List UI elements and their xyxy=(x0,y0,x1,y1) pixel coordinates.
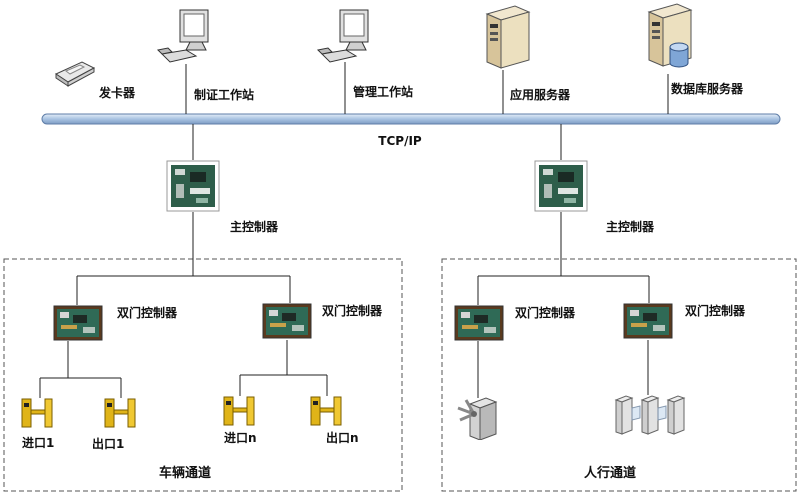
tcpip-bus xyxy=(41,113,781,125)
entry-1-label: 进口1 xyxy=(22,436,55,450)
door-controller-2-label: 双门控制器 xyxy=(322,304,383,318)
parking-card-reader-icon xyxy=(103,398,137,428)
cert-workstation-label: 制证工作站 xyxy=(194,88,255,102)
vehicle-zone-title: 车辆通道 xyxy=(158,466,212,481)
parking-card-reader-icon xyxy=(222,396,256,426)
pedestrian-zone-title: 人行通道 xyxy=(583,466,637,481)
door-controller-1-label: 双门控制器 xyxy=(117,306,178,320)
circuit-board-icon xyxy=(262,303,312,339)
tower-server-icon xyxy=(475,4,533,70)
tripod-turnstile-icon xyxy=(456,394,506,440)
vehicle-zone-border xyxy=(3,258,403,492)
circuit-board-icon xyxy=(454,305,504,341)
mgmt-workstation-label: 管理工作站 xyxy=(353,85,414,99)
circuit-board-icon xyxy=(623,303,673,339)
exit-n-label: 出口n xyxy=(326,431,359,445)
bus-label: TCP/IP xyxy=(378,134,422,148)
circuit-board-icon xyxy=(534,160,588,212)
card-issuer-label: 发卡器 xyxy=(99,86,136,100)
door-controller-3-label: 双门控制器 xyxy=(515,306,576,320)
app-server-label: 应用服务器 xyxy=(510,88,571,102)
desktop-computer-icon xyxy=(156,8,216,66)
db-server-label: 数据库服务器 xyxy=(671,82,744,96)
flap-barrier-icon xyxy=(612,392,688,438)
exit-1-label: 出口1 xyxy=(92,437,125,451)
entry-n-label: 进口n xyxy=(224,431,257,445)
circuit-board-icon xyxy=(53,305,103,341)
parking-card-reader-icon xyxy=(309,396,343,426)
pedestrian-zone-border xyxy=(441,258,797,492)
card-reader-icon xyxy=(52,56,96,88)
door-controller-4-label: 双门控制器 xyxy=(685,304,746,318)
circuit-board-icon xyxy=(166,160,220,212)
main-controller-left-label: 主控制器 xyxy=(230,220,279,234)
parking-card-reader-icon xyxy=(20,398,54,428)
desktop-computer-icon xyxy=(316,8,376,66)
main-controller-right-label: 主控制器 xyxy=(606,220,655,234)
database-cylinder-icon xyxy=(668,42,690,68)
